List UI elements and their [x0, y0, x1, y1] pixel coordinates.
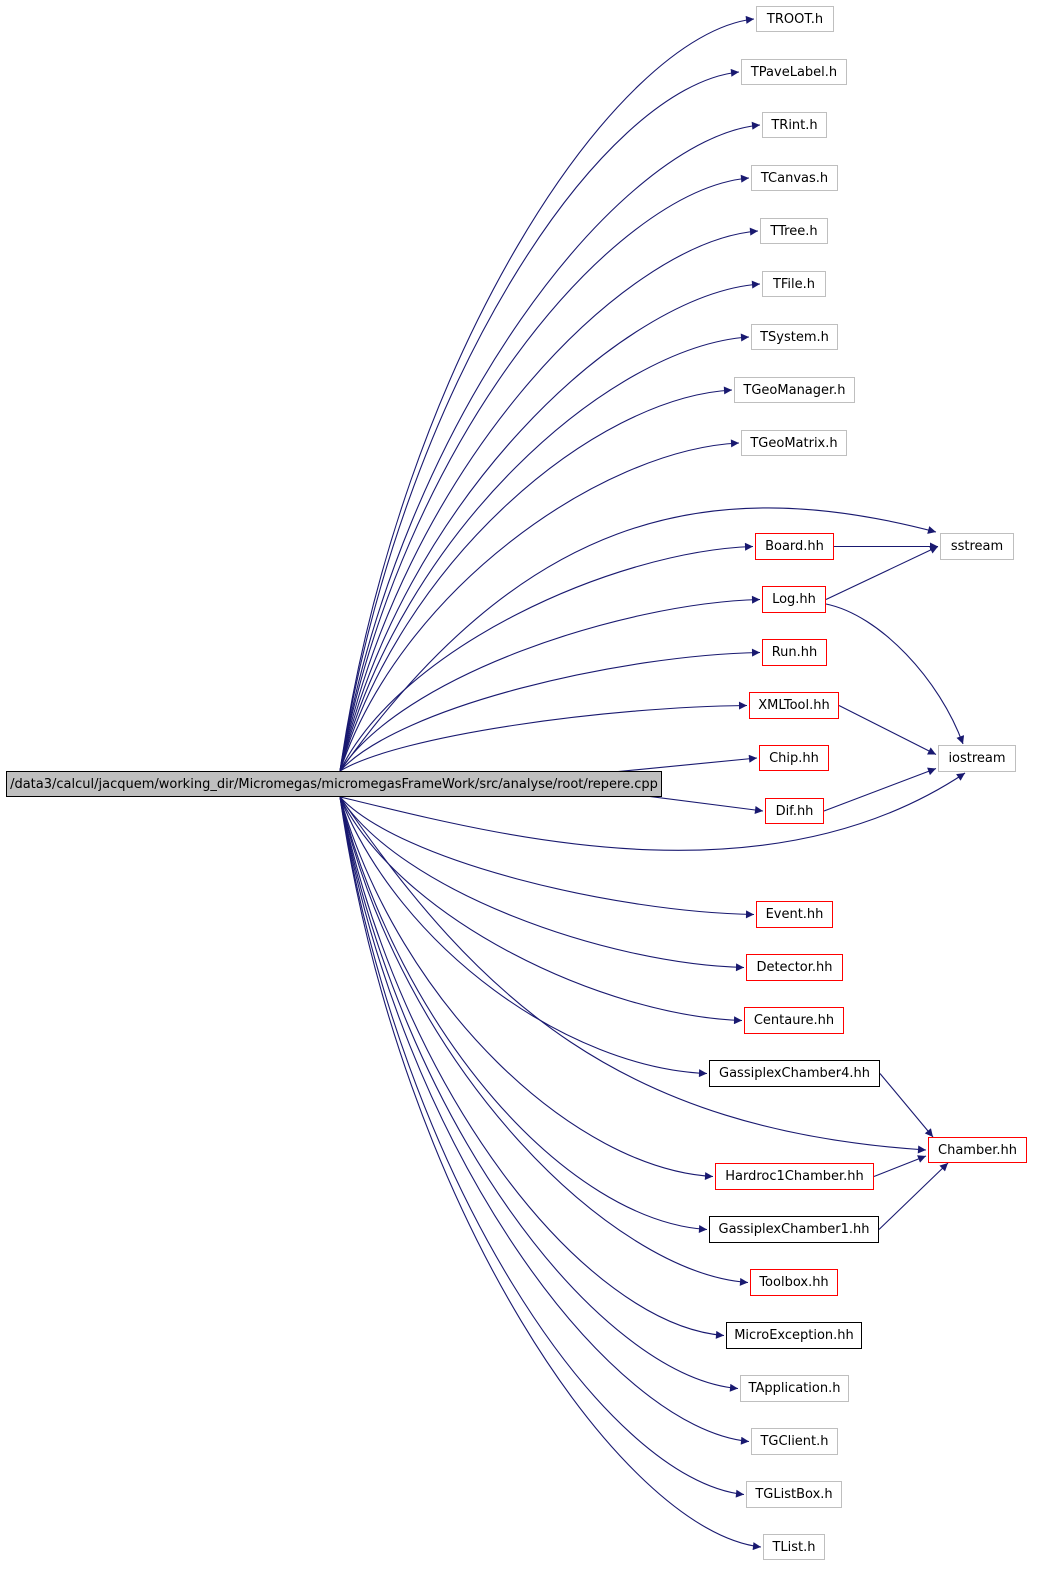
edge-root-to-tcanvas — [339, 174, 750, 772]
node-tglistbox[interactable]: TGListBox.h — [746, 1481, 842, 1508]
edge-root-to-iostream — [339, 772, 966, 851]
node-iostream[interactable]: iostream — [938, 745, 1016, 772]
node-centaure[interactable]: Centaure.hh — [744, 1007, 844, 1034]
node-tpavelabel[interactable]: TPaveLabel.h — [741, 59, 847, 85]
edge-root-to-toolbox — [339, 796, 749, 1286]
root-file-node: /data3/calcul/jacquem/working_dir/Microm… — [6, 771, 662, 797]
node-ttree[interactable]: TTree.h — [760, 218, 828, 244]
node-tgeomanager[interactable]: TGeoManager.h — [734, 377, 855, 403]
edge-root-to-ttree — [339, 227, 759, 772]
edge-root-to-chamber — [339, 796, 927, 1154]
node-sstream[interactable]: sstream — [940, 533, 1014, 560]
node-trint[interactable]: TRint.h — [762, 112, 827, 138]
node-run[interactable]: Run.hh — [762, 639, 827, 666]
node-gassiplex1[interactable]: GassiplexChamber1.hh — [709, 1216, 879, 1243]
edge-log-to-iostream — [825, 603, 965, 745]
edge-root-to-tlist — [339, 796, 762, 1551]
node-microexception[interactable]: MicroException.hh — [726, 1322, 862, 1349]
edges-layer — [339, 15, 966, 1551]
node-toolbox[interactable]: Toolbox.hh — [750, 1269, 838, 1296]
edge-root-to-gassiplex1 — [339, 796, 708, 1233]
edge-root-to-tapplication — [339, 796, 739, 1392]
node-hardroc1[interactable]: Hardroc1Chamber.hh — [715, 1163, 874, 1190]
node-tcanvas[interactable]: TCanvas.h — [751, 165, 838, 191]
edge-root-to-tgeomatrix — [339, 439, 740, 772]
edge-root-to-tgeomanager — [339, 386, 733, 772]
edge-root-to-xmltool — [339, 701, 748, 772]
edge-root-to-tfile — [339, 280, 761, 772]
node-dif[interactable]: Dif.hh — [765, 798, 824, 824]
node-tgclient[interactable]: TGClient.h — [751, 1428, 838, 1455]
node-chamber[interactable]: Chamber.hh — [928, 1137, 1027, 1163]
node-chip[interactable]: Chip.hh — [759, 745, 829, 771]
edge-dif-to-iostream — [823, 767, 937, 812]
edge-root-to-event — [339, 796, 755, 919]
edge-root-to-detector — [339, 796, 745, 972]
edge-root-to-tgclient — [339, 796, 750, 1445]
edge-root-to-microexception — [339, 796, 725, 1339]
node-log[interactable]: Log.hh — [762, 586, 826, 613]
edge-root-to-run — [339, 648, 761, 772]
node-board[interactable]: Board.hh — [755, 533, 834, 560]
edge-root-to-trint — [339, 121, 761, 772]
edge-root-to-tglistbox — [339, 796, 745, 1498]
node-event[interactable]: Event.hh — [756, 901, 833, 928]
node-tsystem[interactable]: TSystem.h — [751, 324, 838, 350]
node-tgeomatrix[interactable]: TGeoMatrix.h — [741, 430, 847, 456]
node-tlist[interactable]: TList.h — [763, 1534, 825, 1560]
edge-root-to-board — [339, 542, 754, 772]
node-detector[interactable]: Detector.hh — [746, 954, 843, 981]
node-gassiplex4[interactable]: GassiplexChamber4.hh — [709, 1060, 880, 1087]
edge-root-to-centaure — [339, 796, 743, 1025]
edge-root-to-gassiplex4 — [339, 796, 708, 1078]
edge-root-to-tsystem — [339, 333, 750, 772]
edge-root-to-hardroc1 — [339, 796, 714, 1181]
edge-root-to-tpavelabel — [339, 68, 740, 772]
edge-xmltool-to-iostream — [838, 705, 937, 755]
node-tfile[interactable]: TFile.h — [762, 271, 826, 297]
edge-gassiplex1-to-chamber — [878, 1162, 949, 1230]
edge-root-to-troot — [339, 15, 755, 772]
edge-hardroc1-to-chamber — [873, 1155, 927, 1178]
node-troot[interactable]: TROOT.h — [756, 6, 834, 32]
node-xmltool[interactable]: XMLTool.hh — [749, 692, 839, 719]
node-tapplication[interactable]: TApplication.h — [740, 1375, 849, 1402]
edge-root-to-log — [339, 595, 761, 772]
edge-gassiplex4-to-chamber — [879, 1073, 934, 1138]
edge-log-to-sstream — [825, 546, 939, 600]
edge-root-to-sstream — [339, 507, 937, 772]
